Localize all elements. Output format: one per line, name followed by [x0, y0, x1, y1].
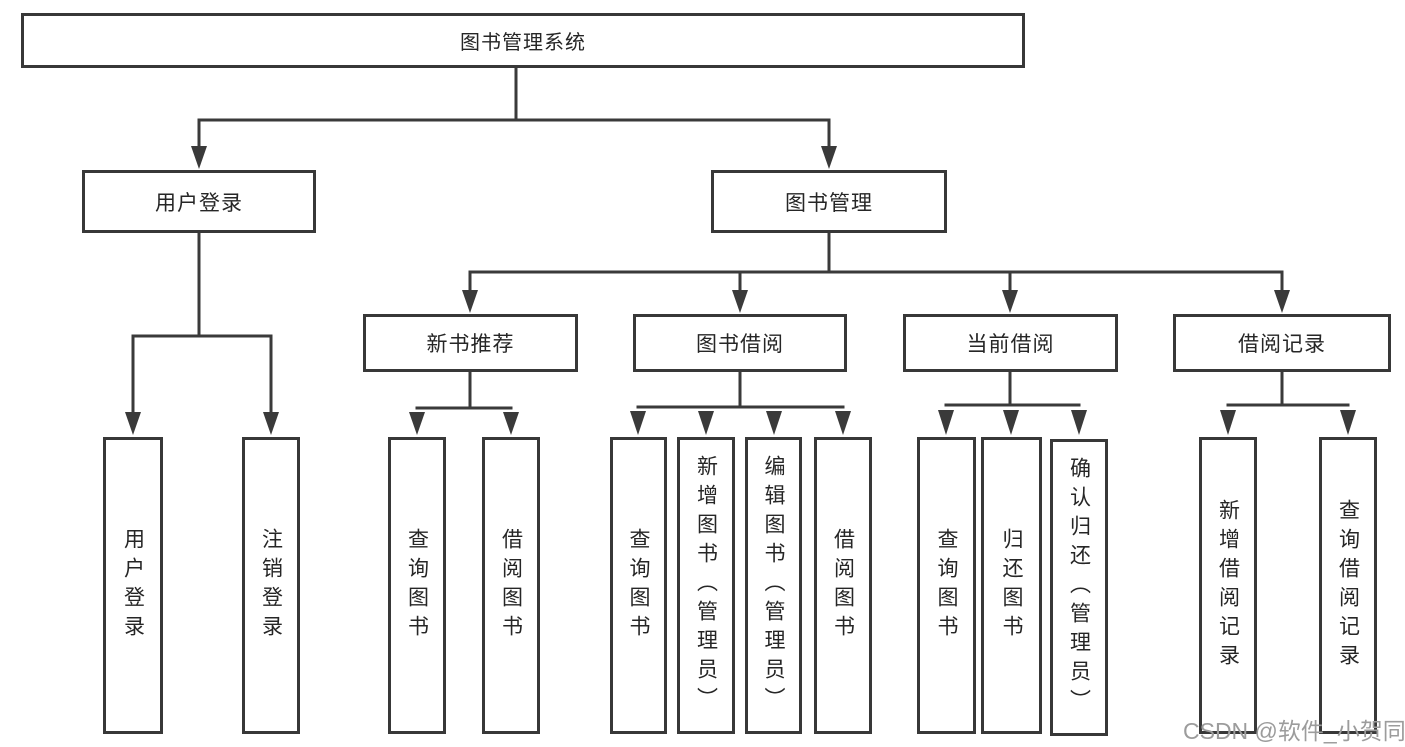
node-leaf-bb-add-books-admin: 新增图书（管理员）: [677, 437, 735, 734]
leaf-label: 新增借阅记录: [1216, 498, 1240, 673]
node-book-management: 图书管理: [711, 170, 947, 233]
leaf-label: 借阅图书: [831, 527, 855, 644]
leaf-label: 归还图书: [1000, 527, 1023, 644]
node-leaf-bb-query-books: 查询图书: [610, 437, 667, 734]
node-borrow-records: 借阅记录: [1173, 314, 1391, 372]
node-leaf-nb-query-books: 查询图书: [388, 437, 446, 734]
node-leaf-user-login: 用户登录: [103, 437, 163, 734]
node-leaf-br-query-record: 查询借阅记录: [1319, 437, 1377, 734]
leaf-label: 编辑图书（管理员）: [762, 455, 785, 716]
leaf-label: 注销登录: [259, 527, 283, 644]
node-current-borrow: 当前借阅: [903, 314, 1118, 372]
leaf-label: 查询图书: [405, 527, 429, 644]
csdn-watermark: CSDN @软件_小贺同学: [1183, 718, 1405, 744]
node-leaf-cb-return-books: 归还图书: [981, 437, 1042, 734]
leaf-label: 查询图书: [627, 527, 650, 644]
leaf-label: 借阅图书: [499, 527, 523, 644]
node-leaf-bb-borrow-books: 借阅图书: [814, 437, 872, 734]
node-new-book-recommend: 新书推荐: [363, 314, 578, 372]
node-root-system: 图书管理系统: [21, 13, 1025, 68]
leaf-label: 新增图书（管理员）: [694, 455, 718, 716]
node-leaf-bb-edit-books-admin: 编辑图书（管理员）: [745, 437, 802, 734]
leaf-label: 确认归还（管理员）: [1067, 457, 1091, 718]
leaf-label: 查询图书: [935, 527, 958, 644]
leaf-label: 查询借阅记录: [1336, 498, 1360, 673]
node-book-borrow: 图书借阅: [633, 314, 847, 372]
node-leaf-logout: 注销登录: [242, 437, 300, 734]
node-leaf-cb-confirm-return-admin: 确认归还（管理员）: [1050, 439, 1108, 736]
node-user-login: 用户登录: [82, 170, 316, 233]
node-leaf-br-add-record: 新增借阅记录: [1199, 437, 1257, 734]
node-leaf-cb-query-books: 查询图书: [917, 437, 976, 734]
node-leaf-nb-borrow-books: 借阅图书: [482, 437, 540, 734]
leaf-label: 用户登录: [121, 527, 145, 644]
